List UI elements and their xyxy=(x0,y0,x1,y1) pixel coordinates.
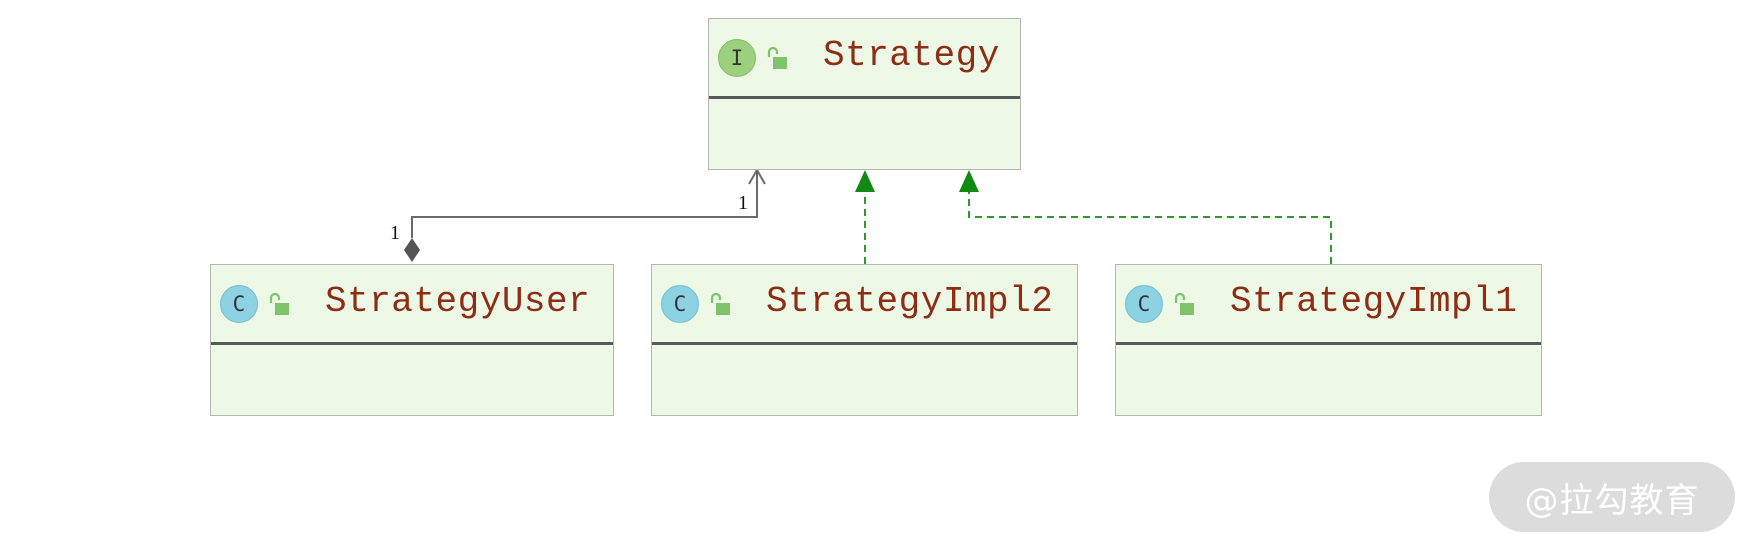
class-name: Strategy xyxy=(823,35,1000,76)
unlock-icon xyxy=(1174,292,1194,315)
watermark: @拉勾教育 xyxy=(1489,462,1735,532)
realization-arrowhead-impl1 xyxy=(959,170,979,192)
strategy-user-class-box[interactable]: C StrategyUser xyxy=(210,264,614,416)
realization-line-impl1 xyxy=(968,190,1332,264)
strategy-impl1-class-box[interactable]: C StrategyImpl1 xyxy=(1115,264,1542,416)
class-icon: C xyxy=(1125,285,1163,323)
unlock-icon xyxy=(767,46,787,69)
strategy-user-header: C StrategyUser xyxy=(211,265,613,345)
class-icon: C xyxy=(661,285,699,323)
interface-icon: I xyxy=(718,39,756,77)
strategy-impl2-class-box[interactable]: C StrategyImpl2 xyxy=(651,264,1078,416)
unlock-icon xyxy=(269,292,289,315)
strategy-interface-box[interactable]: I Strategy xyxy=(708,18,1021,170)
realization-arrowhead-impl2 xyxy=(855,170,875,192)
composition-diamond xyxy=(404,238,420,262)
class-name: StrategyImpl1 xyxy=(1230,281,1518,322)
target-multiplicity: 1 xyxy=(738,192,748,214)
source-multiplicity: 1 xyxy=(390,222,400,244)
strategy-impl1-header: C StrategyImpl1 xyxy=(1116,265,1541,345)
strategy-header: I Strategy xyxy=(709,19,1020,99)
class-name: StrategyImpl2 xyxy=(766,281,1054,322)
class-icon: C xyxy=(220,285,258,323)
strategy-impl2-header: C StrategyImpl2 xyxy=(652,265,1077,345)
unlock-icon xyxy=(710,292,730,315)
open-arrowhead xyxy=(748,167,766,185)
composition-line xyxy=(411,170,758,238)
class-name: StrategyUser xyxy=(325,281,591,322)
